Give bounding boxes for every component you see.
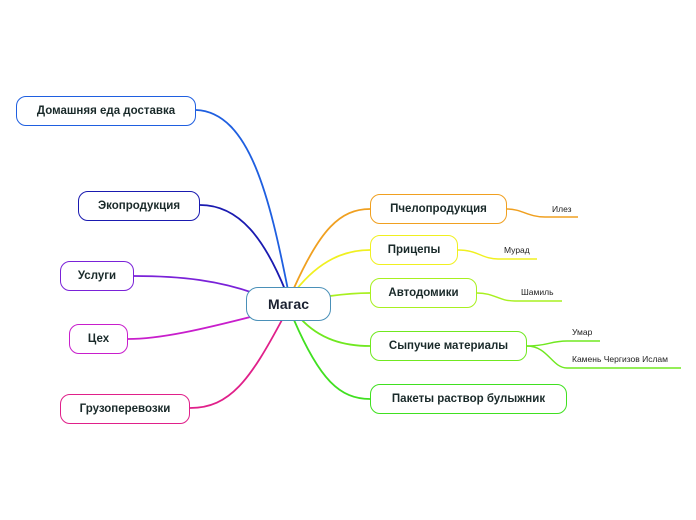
connector-eco (199, 204, 287, 293)
leaf-line-murad (457, 249, 537, 260)
connector-services (133, 275, 263, 297)
leaf-line-kamen (526, 345, 681, 369)
topic-eco-products[interactable]: Экопродукция (78, 191, 200, 221)
subtopic-umar[interactable]: Умар (572, 327, 593, 337)
subtopic-murad[interactable]: Мурад (504, 245, 530, 255)
topic-home-food-delivery[interactable]: Домашняя еда доставка (16, 96, 196, 126)
topic-cargo-transport[interactable]: Грузоперевозки (60, 394, 190, 424)
topic-campers[interactable]: Автодомики (370, 278, 477, 308)
connector-packages (293, 319, 371, 400)
topic-workshop[interactable]: Цех (69, 324, 128, 354)
topic-packages-mortar-cobblestone[interactable]: Пакеты раствор булыжник (370, 384, 567, 414)
connector-trailers (295, 249, 371, 291)
connector-home-food (195, 109, 289, 291)
connector-cargo (189, 317, 284, 409)
connector-bee (293, 208, 371, 289)
topic-trailers[interactable]: Прицепы (370, 235, 458, 265)
leaf-line-ilez (506, 208, 578, 218)
central-topic[interactable]: Магас (246, 287, 331, 321)
subtopic-shamil[interactable]: Шамиль (521, 287, 554, 297)
topic-services[interactable]: Услуги (60, 261, 134, 291)
subtopic-kamen-chergizov-islam[interactable]: Камень Чергизов Ислам (572, 354, 668, 364)
leaf-line-umar (526, 340, 600, 347)
topic-bulk-materials[interactable]: Сыпучие материалы (370, 331, 527, 361)
leaf-line-shamil (476, 292, 562, 302)
topic-bee-products[interactable]: Пчелопродукция (370, 194, 507, 224)
connector-bulk (299, 317, 371, 347)
subtopic-ilez[interactable]: Илез (552, 204, 572, 214)
connector-campers (329, 292, 371, 297)
connector-workshop (127, 313, 263, 340)
